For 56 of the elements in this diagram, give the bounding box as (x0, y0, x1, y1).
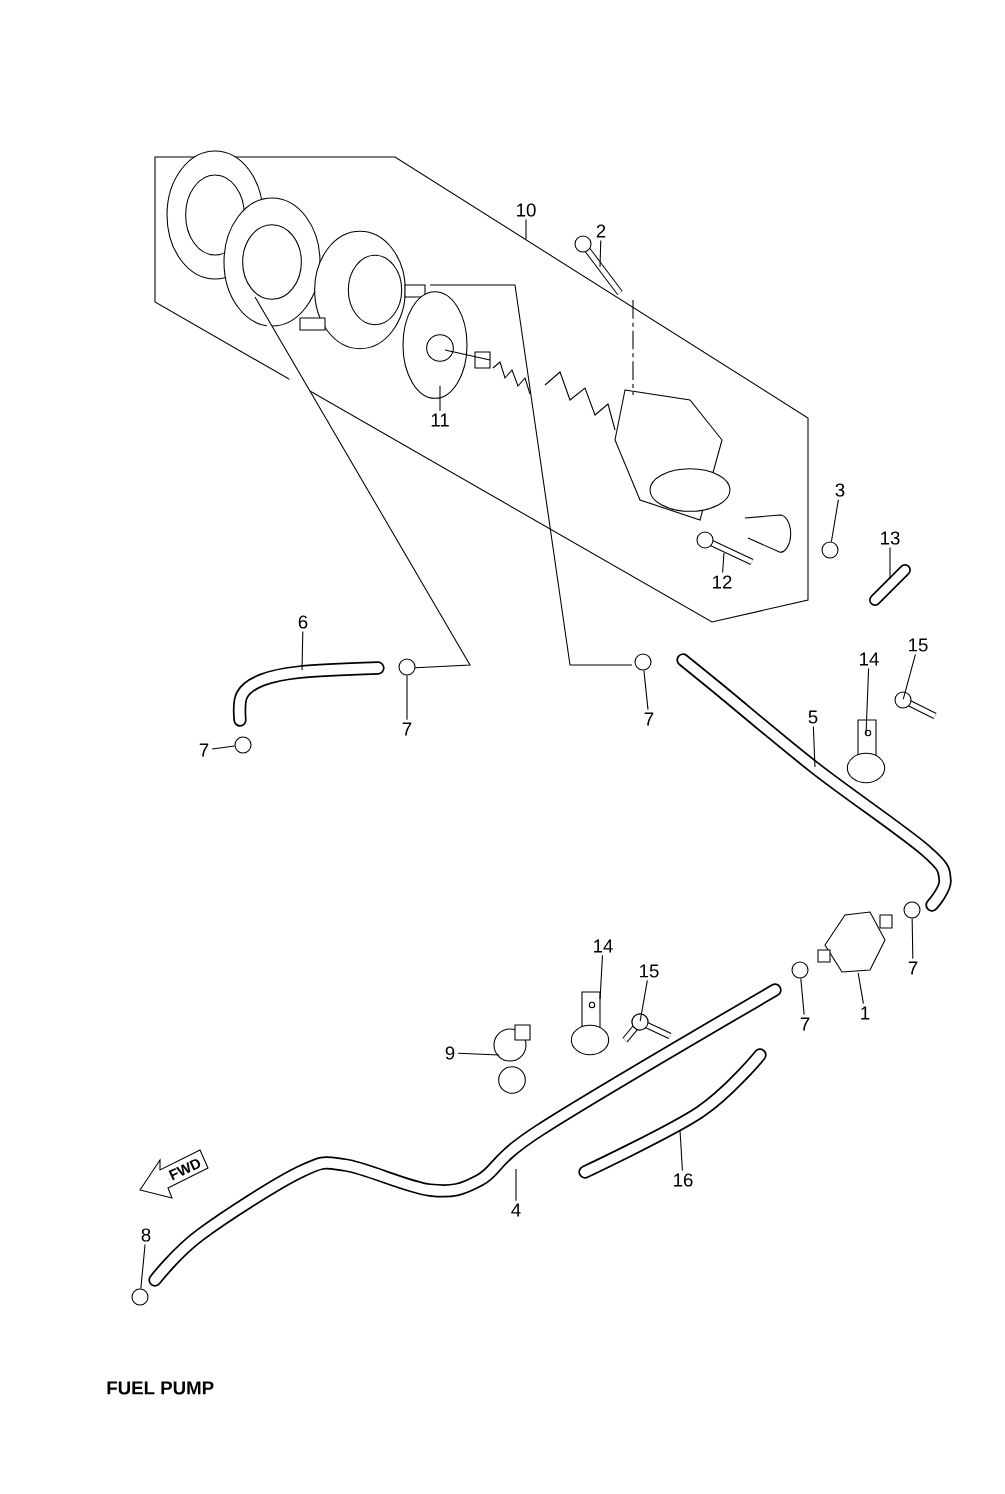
callout-number: 2 (596, 224, 606, 238)
screw-drawing (696, 531, 754, 566)
leader-line (599, 239, 602, 268)
callout-number: 8 (141, 1228, 151, 1242)
leader-line (722, 552, 725, 574)
hose-clip (398, 658, 416, 676)
leader-line (679, 1130, 683, 1171)
callout-number: 7 (908, 961, 918, 975)
leader-line (406, 675, 408, 721)
leader-line (911, 918, 914, 960)
callout-number: 15 (640, 964, 659, 978)
hose-drawing (232, 661, 385, 727)
bolt-drawing (622, 1013, 672, 1043)
hose-clip (234, 736, 252, 754)
diaphragm-drawing (402, 291, 491, 399)
leader-line (457, 1052, 500, 1056)
leader-line (525, 219, 527, 240)
leader-line (865, 667, 870, 735)
bolt-drawing (894, 691, 937, 719)
callout-number: 7 (402, 722, 412, 736)
leader-line (643, 669, 649, 711)
callout-number: 7 (800, 1017, 810, 1031)
leader-line (301, 631, 304, 671)
leader-line (812, 725, 816, 768)
callout-number: 7 (644, 712, 654, 726)
leader-line (599, 954, 603, 1000)
hose-clip (634, 653, 652, 671)
leader-line (889, 547, 891, 580)
callout-number: 13 (881, 531, 900, 545)
callout-number: 10 (517, 203, 536, 217)
hose-clip (903, 901, 921, 919)
hose-clip (791, 961, 809, 979)
leader-line (140, 1244, 146, 1290)
o-ring (821, 541, 839, 559)
callout-number: 15 (909, 638, 928, 652)
callout-number: 7 (199, 743, 209, 757)
callout-number: 1 (861, 1006, 870, 1020)
leader-line (800, 977, 805, 1016)
leader-line (902, 653, 916, 700)
callout-number: 11 (431, 413, 449, 427)
pump-assembly-box (154, 150, 809, 669)
fuel-filter-drawing (817, 911, 893, 973)
hose-clip (131, 1288, 149, 1306)
callout-number: 12 (713, 575, 732, 589)
leader-line (439, 385, 441, 412)
callout-number: 3 (835, 483, 845, 497)
hose-drawing (676, 653, 952, 912)
title: FUEL PUMP (107, 1381, 214, 1395)
leader-line (830, 499, 839, 543)
pin-drawing (869, 564, 911, 606)
leader-line (857, 972, 864, 1005)
leader-line (211, 745, 236, 750)
leader-line (515, 1168, 517, 1202)
callout-number: 14 (594, 939, 613, 953)
callout-number: 6 (298, 615, 308, 629)
leader-line (639, 979, 648, 1022)
